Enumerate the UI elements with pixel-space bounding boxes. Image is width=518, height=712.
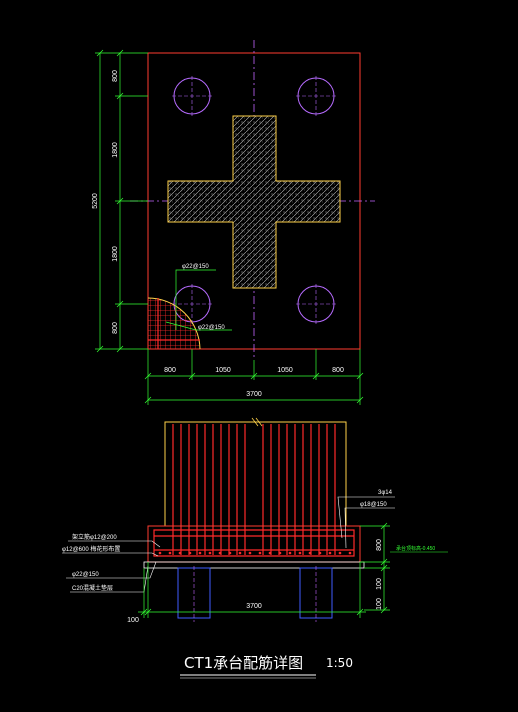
section-dim-100-b: 100 — [376, 598, 383, 610]
dim-bottom-2: 1050 — [215, 367, 231, 374]
section-dim-bottom-3700: 3700 — [246, 603, 262, 610]
drawing-title-block: CT1承台配筋详图 1:50 — [180, 654, 353, 679]
section-label-c20: C20混凝土垫层 — [72, 584, 113, 592]
section-label-phi12: φ12@600 梅花形布置 — [62, 545, 120, 553]
cap-reinforcement — [153, 529, 355, 557]
rebar-top-label: φ22@150 — [182, 264, 209, 270]
cross-column — [167, 115, 341, 289]
section-label-phi18: φ18@150 — [360, 502, 387, 508]
left-dimension-chain — [95, 49, 148, 353]
drawing-title: CT1承台配筋详图 — [184, 654, 303, 672]
dim-left-2: 1800 — [112, 142, 119, 158]
section-right-dims — [360, 522, 390, 614]
section-pile-right — [299, 566, 333, 622]
drawing-scale: 1:50 — [326, 656, 353, 670]
section-label-tie-bar: 架立筋φ12@200 — [72, 533, 117, 541]
section-label-3phi14: 3φ14 — [378, 490, 393, 496]
dim-left-3: 1800 — [112, 246, 119, 262]
plan-view: φ22@150 φ22@150 800 1800 1800 800 5200 — [92, 40, 375, 405]
section-dim-bottom-100: 100 — [127, 617, 139, 624]
dim-bottom-3: 1050 — [277, 367, 293, 374]
rebar-top-leader — [175, 269, 216, 330]
section-dim-100-a: 100 — [376, 578, 383, 590]
dim-bottom-total: 3700 — [246, 391, 262, 398]
section-label-phi22: φ22@150 — [72, 572, 99, 578]
c20-cushion-layer — [143, 561, 365, 569]
pile-bottom-right — [296, 284, 336, 324]
dim-left-4: 800 — [112, 322, 119, 334]
pile-top-right — [296, 76, 336, 116]
section-pile-left — [177, 566, 211, 622]
section-dim-800: 800 — [376, 539, 383, 551]
bottom-dimension-chain — [144, 349, 364, 405]
rebar-bottom-leader — [165, 321, 232, 331]
cap-stirrup-dots — [158, 551, 352, 555]
column-vertical-rebars — [172, 424, 336, 555]
dim-bottom-1: 800 — [164, 367, 176, 374]
dim-bottom-4: 800 — [332, 367, 344, 374]
section-bottom-dims — [138, 562, 366, 618]
cap-elevation-label: 承台顶标高-0.450 — [396, 545, 435, 552]
section-view: 3φ14 φ18@150 800 100 100 承台顶标高-0.450 架立筋… — [62, 417, 448, 624]
rebar-bottom-label: φ22@150 — [198, 325, 225, 331]
pile-top-left — [172, 76, 212, 116]
dim-left-total: 5200 — [92, 193, 99, 209]
dim-left-1: 800 — [112, 70, 119, 82]
